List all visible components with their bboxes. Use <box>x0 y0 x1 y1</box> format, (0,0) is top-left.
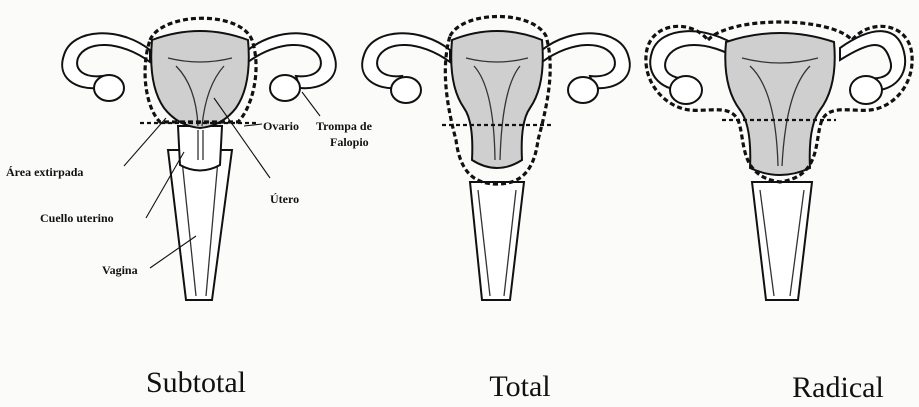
caption-subtotal: Subtotal <box>146 366 246 399</box>
vagina <box>470 182 524 300</box>
caption-radical: Radical <box>792 371 884 404</box>
figure-subtotal: Área extirpada Ovario Trompa de Falopio … <box>6 18 373 399</box>
vagina <box>168 150 232 300</box>
right-ovary <box>270 75 300 101</box>
label-uterus: Útero <box>270 192 299 206</box>
right-ovary <box>568 77 598 103</box>
left-ovary <box>94 75 124 101</box>
label-tube-line2: Falopio <box>330 135 369 149</box>
label-vagina: Vagina <box>102 263 138 277</box>
uterus <box>151 31 249 128</box>
label-tube-line1: Trompa de <box>316 119 373 133</box>
cervix <box>178 126 222 171</box>
right-ovary <box>850 76 882 104</box>
leader-ovary <box>244 124 262 126</box>
figure-radical: Radical <box>646 22 912 404</box>
label-ovary: Ovario <box>263 119 299 133</box>
label-area: Área extirpada <box>6 165 83 179</box>
label-cervix: Cuello uterino <box>40 211 114 225</box>
uterus <box>451 31 543 168</box>
uterus <box>725 33 834 175</box>
leader-area <box>124 118 166 166</box>
leader-tube <box>302 92 320 116</box>
caption-total: Total <box>489 370 550 403</box>
figure-total: Total <box>362 17 630 404</box>
left-ovary <box>391 77 421 103</box>
left-ovary <box>670 76 702 104</box>
